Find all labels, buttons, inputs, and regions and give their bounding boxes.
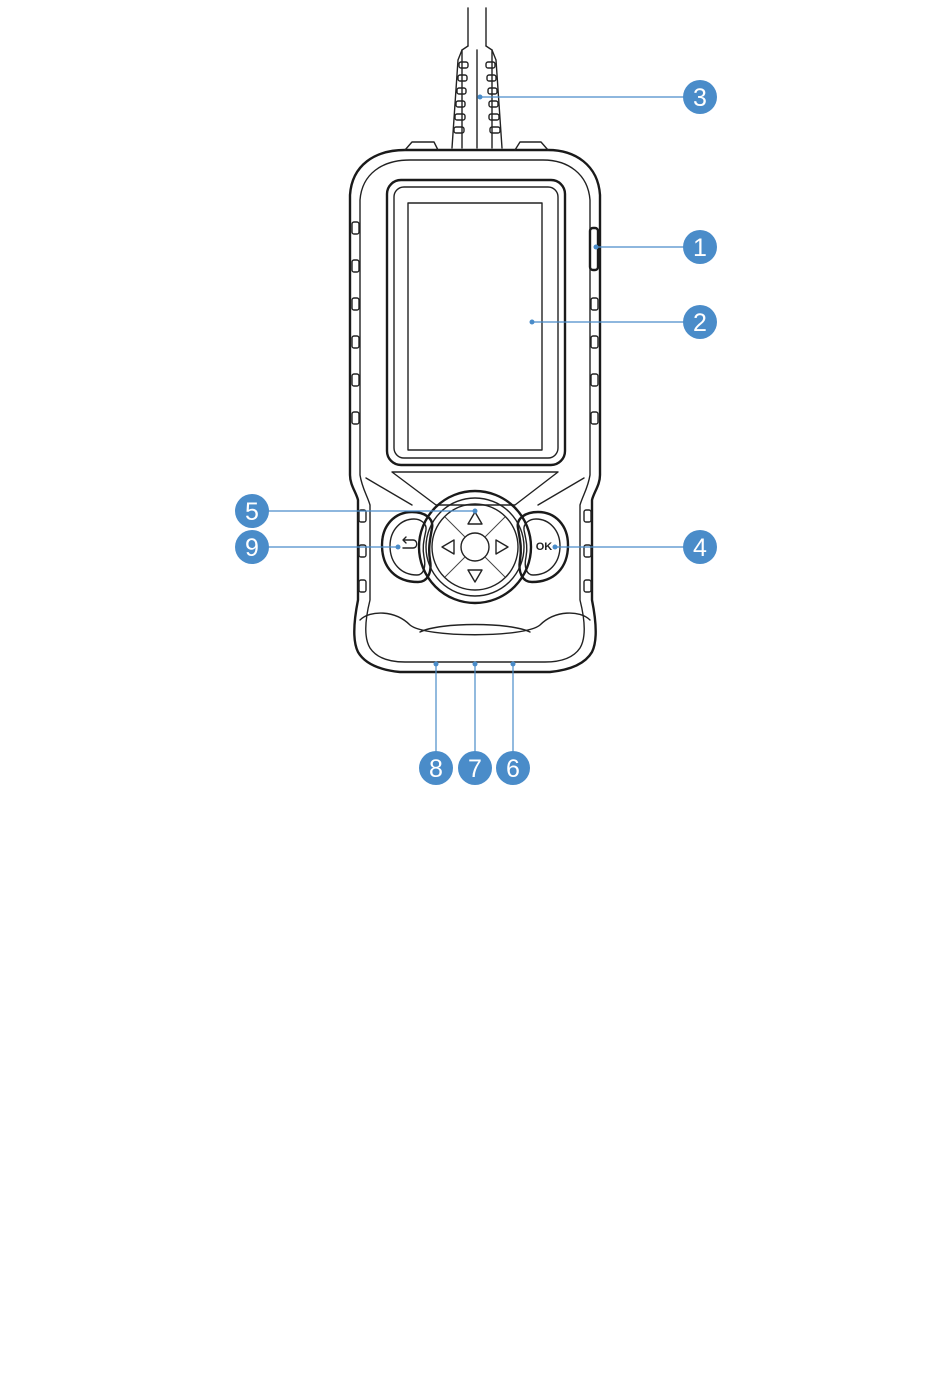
- svg-text:8: 8: [429, 755, 443, 783]
- down-triangle-icon: [468, 570, 482, 582]
- callout-badges: 3 1 2 4 5 9 8 7: [235, 80, 717, 785]
- leader-lines: [252, 95, 700, 769]
- svg-text:4: 4: [693, 534, 707, 562]
- svg-text:3: 3: [693, 84, 707, 112]
- back-arrow-icon: [403, 537, 417, 548]
- callout-badge-2: 2: [683, 305, 717, 339]
- svg-text:6: 6: [506, 755, 520, 783]
- callout-badge-5: 5: [235, 494, 269, 528]
- center-key: [461, 533, 489, 561]
- svg-text:7: 7: [468, 755, 482, 783]
- direction-keys: [419, 491, 531, 603]
- callout-badge-3: 3: [683, 80, 717, 114]
- screen: [408, 203, 542, 450]
- callout-badge-4: 4: [683, 530, 717, 564]
- svg-text:5: 5: [245, 498, 259, 526]
- left-triangle-icon: [442, 540, 454, 554]
- callout-badge-9: 9: [235, 530, 269, 564]
- up-triangle-icon: [468, 512, 482, 524]
- ok-key-label: OK: [536, 541, 553, 553]
- callout-badge-1: 1: [683, 230, 717, 264]
- svg-text:1: 1: [693, 234, 707, 262]
- callout-badge-8: 8: [419, 751, 453, 785]
- right-triangle-icon: [496, 540, 508, 554]
- svg-text:9: 9: [245, 534, 259, 562]
- svg-text:2: 2: [693, 309, 707, 337]
- right-grip-notches: [584, 298, 598, 592]
- callout-badge-7: 7: [458, 751, 492, 785]
- callout-badge-6: 6: [496, 751, 530, 785]
